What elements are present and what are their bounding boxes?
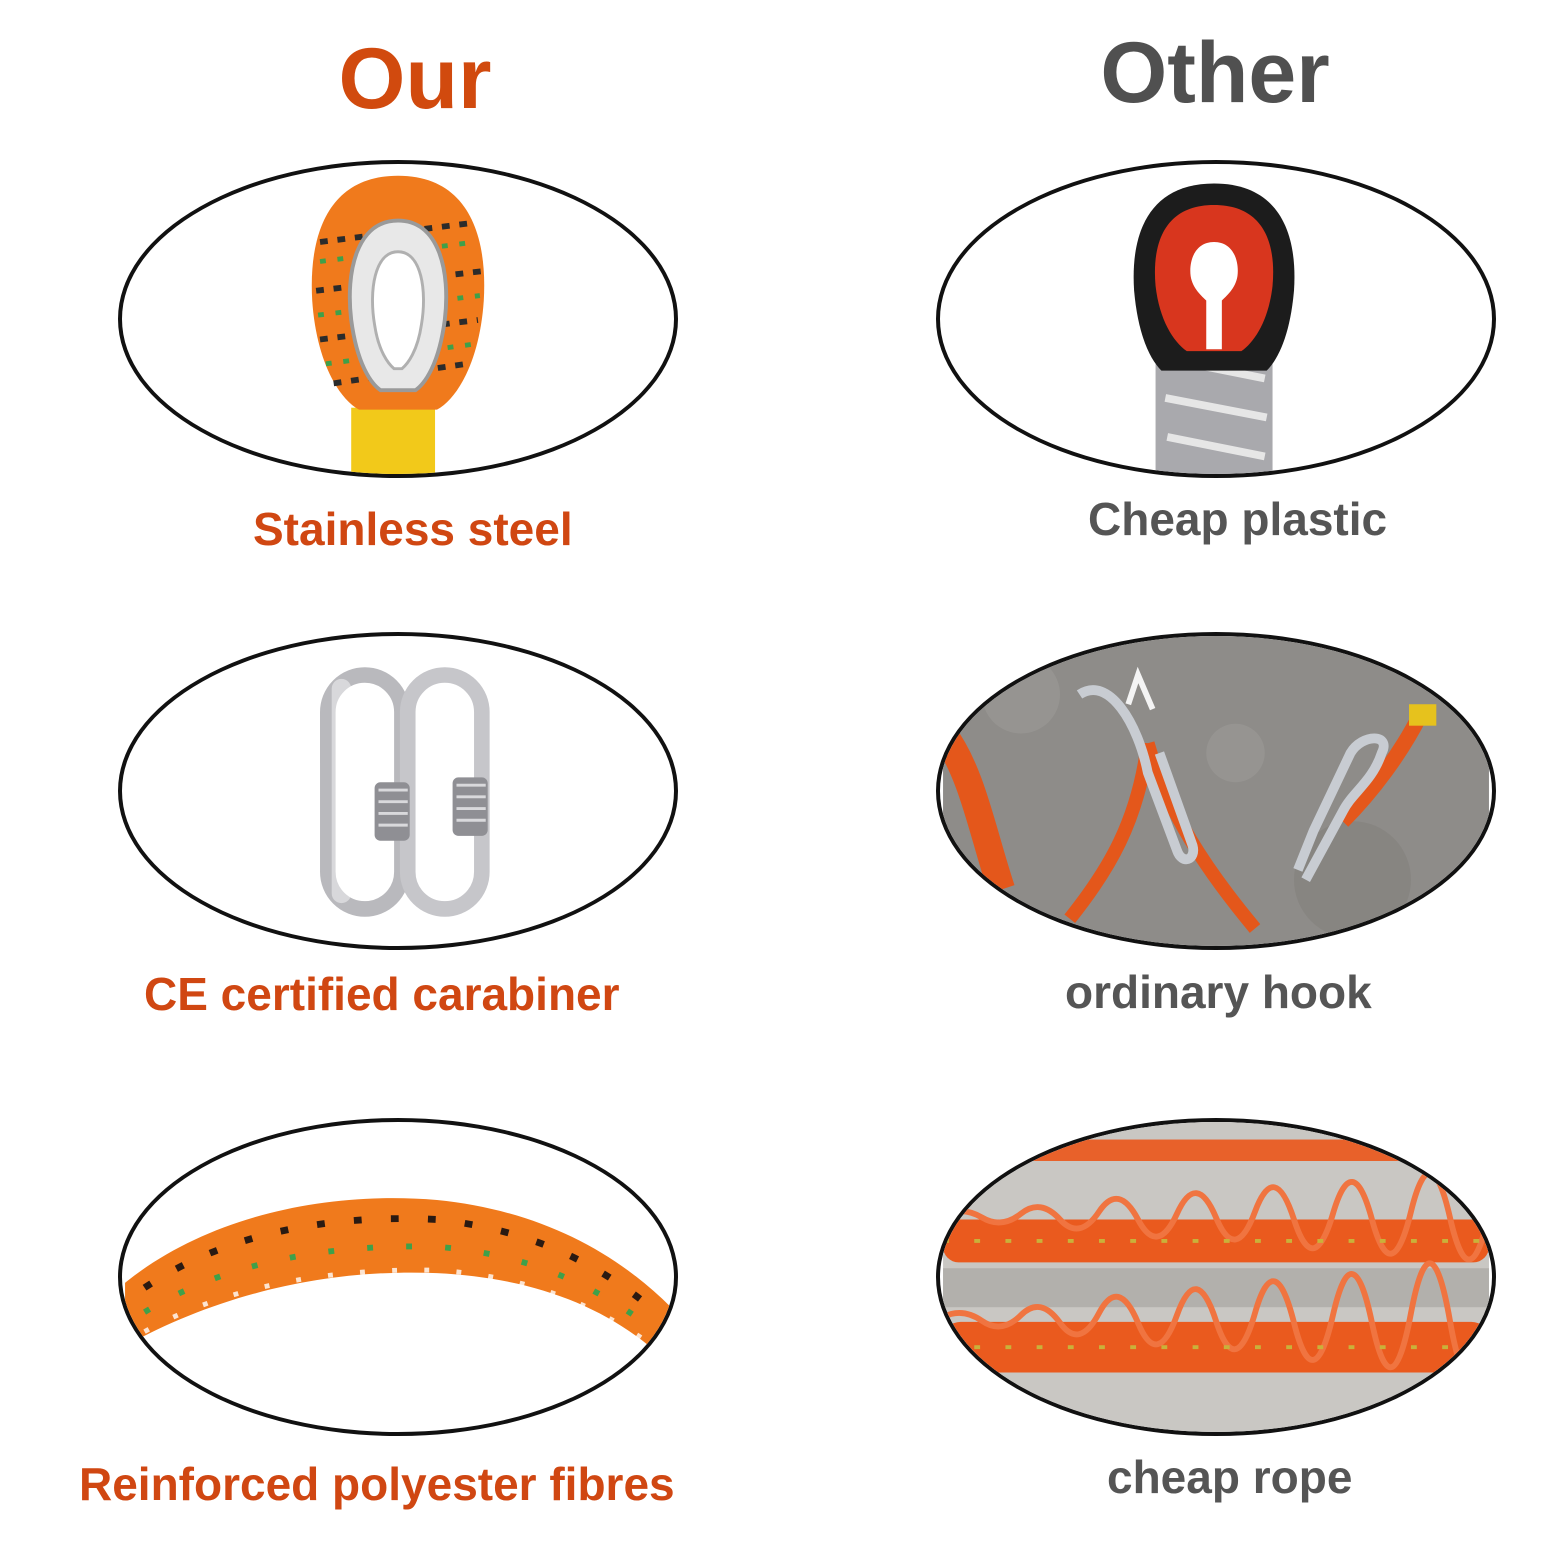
our-label-stainless-steel: Stainless steel	[253, 503, 573, 555]
other-label-cheap-rope: cheap rope	[1107, 1451, 1353, 1503]
our-image-stainless-steel	[118, 160, 678, 478]
other-label-cheap-plastic: Cheap plastic	[1088, 493, 1388, 545]
hook-icon	[940, 636, 1489, 946]
rope-icon	[125, 1198, 671, 1366]
our-label-reinforced-polyester: Reinforced polyester fibres	[79, 1458, 675, 1510]
other-heading: Other	[1100, 25, 1330, 121]
our-image-carabiner	[118, 632, 678, 950]
carabiner-icon	[320, 667, 490, 917]
frayed-rope-icon	[941, 1122, 1492, 1432]
plastic-thimble-icon	[1133, 183, 1295, 474]
other-image-cheap-plastic	[936, 160, 1496, 478]
our-image-reinforced-rope	[118, 1118, 678, 1436]
our-heading: Our	[338, 31, 492, 127]
our-label-ce-carabiner: CE certified carabiner	[144, 968, 620, 1020]
other-label-ordinary-hook: ordinary hook	[1065, 966, 1372, 1018]
steel-thimble-icon	[311, 175, 485, 474]
other-image-cheap-rope	[936, 1118, 1496, 1436]
other-image-ordinary-hook	[936, 632, 1496, 950]
